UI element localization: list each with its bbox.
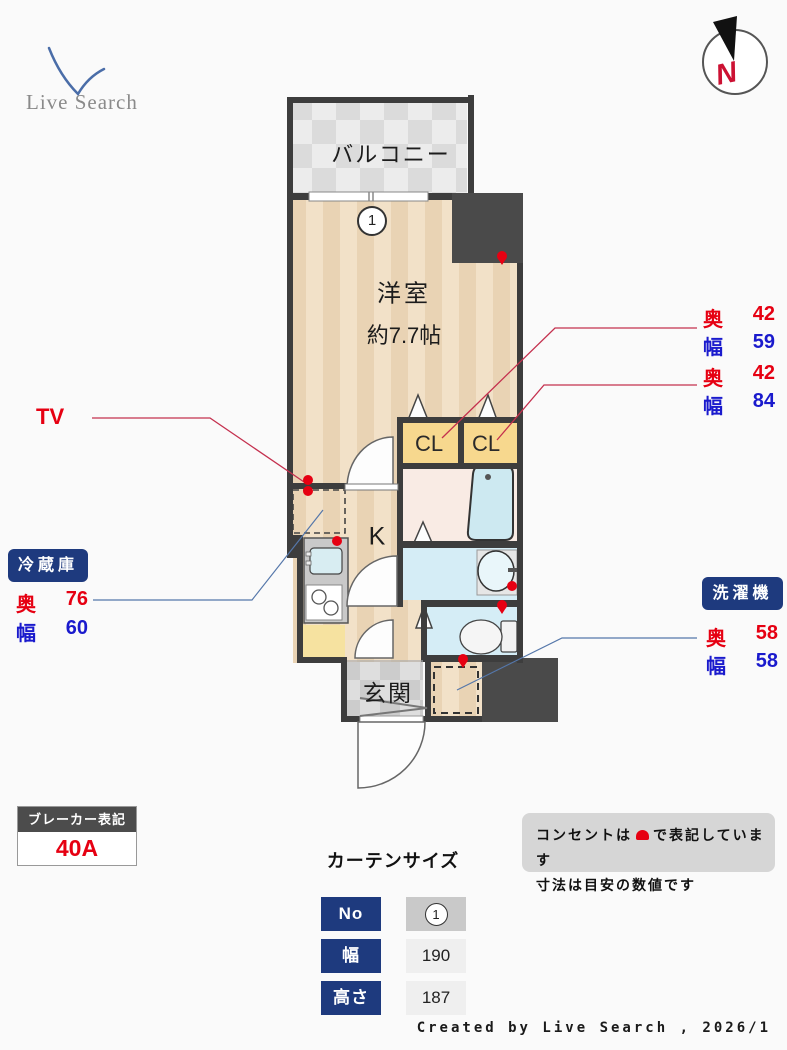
curtain-window-number: 1 [424, 903, 448, 927]
closet2-width: 幅 84 [703, 390, 775, 419]
width-value: 59 [752, 331, 775, 353]
washer-leader [456, 637, 697, 691]
kitchen-label: K [368, 522, 386, 551]
tv-leader [92, 417, 308, 485]
width-value: 84 [752, 390, 775, 412]
pillar-block-bottom [482, 658, 558, 722]
door-swings [344, 436, 426, 789]
closet-left-floor [403, 422, 458, 463]
outlet-pin [303, 486, 313, 496]
breaker-box: ブレーカー表記 40A [17, 806, 137, 866]
washer-depth: 奥 58 [706, 622, 778, 651]
curtain-size-title: カーテンサイズ [326, 851, 460, 871]
hall-door [346, 555, 398, 607]
closet1-leader [441, 327, 697, 439]
balcony-label: バルコニー [331, 142, 451, 167]
depth-label: 奥 [703, 368, 723, 390]
entry-door [357, 721, 426, 789]
depth-label: 奥 [16, 594, 36, 616]
width-label: 幅 [703, 337, 723, 359]
walls [287, 95, 558, 722]
depth-value: 58 [755, 622, 778, 644]
closet1-depth: 奥 42 [703, 303, 775, 332]
balcony-floor [293, 103, 467, 193]
closet2-leader [496, 384, 697, 441]
width-value: 58 [755, 650, 778, 672]
breaker-value: 40A [55, 835, 99, 861]
depth-label: 奥 [703, 309, 723, 331]
kitchen-counter [303, 537, 349, 624]
note-line1-pre: コンセントは [536, 827, 632, 843]
outlet-pin [507, 581, 517, 591]
entrance-floor [347, 662, 423, 716]
closet2-depth: 奥 42 [703, 362, 775, 391]
closet-right-label: CL [471, 431, 501, 456]
closet-left-label: CL [414, 431, 444, 456]
outlet-pin [303, 475, 313, 485]
width-label: 幅 [703, 396, 723, 418]
toilet [459, 619, 518, 655]
width-label: 幅 [706, 656, 726, 678]
curtain-row-width-label: 幅 [321, 939, 381, 973]
legend-note-line1: コンセントはで表記しています [536, 823, 775, 873]
window-number-badge: 1 [357, 206, 387, 236]
washer-placeholder [433, 666, 479, 714]
curtain-row-height-label: 高さ [321, 981, 381, 1015]
width-value: 60 [65, 617, 88, 639]
credit-text: Created by Live Search , 2026/1 [416, 1020, 771, 1036]
curtain-row-height-value: 187 [406, 981, 466, 1015]
bathtub [466, 465, 514, 541]
legend-note-line2: 寸法は目安の数値です [536, 877, 696, 893]
curtain-row-width-value: 190 [406, 939, 466, 973]
leader-lines [92, 327, 697, 691]
curtain-row-no-value: 1 [406, 897, 466, 931]
depth-label: 奥 [706, 628, 726, 650]
closet1-width: 幅 59 [703, 331, 775, 360]
width-label: 幅 [16, 623, 36, 645]
logo-text: Live Search [26, 90, 138, 114]
compass-icon [702, 16, 768, 95]
fridge-depth: 奥 76 [16, 588, 88, 617]
depth-value: 42 [752, 303, 775, 325]
tv-annotation: TV [36, 404, 65, 429]
washer-width: 幅 58 [706, 650, 778, 679]
outlet-symbol-icon [636, 830, 649, 840]
room-size-label: 約7.7帖 [366, 323, 442, 348]
washbasin [476, 549, 518, 596]
room-label: 洋室 [377, 280, 431, 308]
fridge-badge: 冷蔵庫 [8, 549, 88, 582]
kitchen-door [354, 619, 394, 659]
depth-value: 42 [752, 362, 775, 384]
balcony-window [308, 191, 429, 202]
yellow-cabinet [303, 625, 345, 658]
washer-space-floor [431, 662, 482, 716]
washer-badge: 洗濯機 [702, 577, 783, 610]
legend-note-box: コンセントはで表記しています 寸法は目安の数値です [522, 813, 775, 893]
logo-checkmark-icon [47, 46, 106, 97]
entrance-label: 玄関 [363, 680, 413, 706]
curtain-row-no-label: No [321, 897, 381, 931]
entrance-step-mark [359, 697, 428, 717]
depth-value: 76 [65, 588, 88, 610]
fridge-width: 幅 60 [16, 617, 88, 646]
breaker-title: ブレーカー表記 [18, 807, 136, 832]
closet-right-floor [464, 422, 517, 463]
fridge-placeholder [292, 489, 346, 534]
fridge-leader [93, 509, 324, 601]
outlet-pins [303, 251, 517, 668]
note-line1-post: で表記しています [536, 827, 765, 868]
pillar-block-top [452, 193, 523, 263]
outlet-pin [332, 536, 342, 546]
folding-door-marks [406, 392, 499, 629]
